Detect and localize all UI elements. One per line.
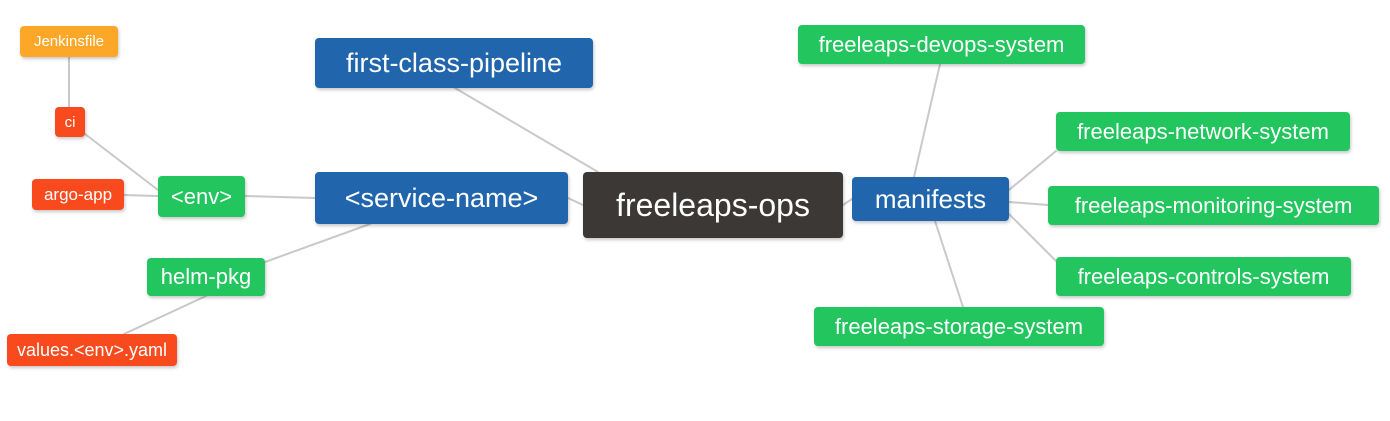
edge-ops-manifests [842,198,853,206]
edge-service-name-env [244,195,316,199]
mindmap-node-freeleaps-controls-system[interactable]: freeleaps-controls-system [1056,257,1351,296]
mindmap-node-values-yaml[interactable]: values.<env>.yaml [7,334,177,366]
edge-manifests-controls [1008,213,1057,262]
mindmap-node-helm-pkg[interactable]: helm-pkg [147,258,265,296]
mindmap-node-label: freeleaps-network-system [1077,118,1329,144]
mindmap-node-label: freeleaps-ops [616,187,810,223]
mindmap-node-freeleaps-storage-system[interactable]: freeleaps-storage-system [814,307,1104,346]
mindmap-node-label: ci [64,113,76,131]
edge-ops-first-class-pipeline [454,87,599,173]
mindmap-node-freeleaps-monitoring-system[interactable]: freeleaps-monitoring-system [1048,186,1379,225]
mindmap-node-label: freeleaps-storage-system [834,313,1084,339]
mindmap-node-freeleaps-ops[interactable]: freeleaps-ops [583,172,843,238]
edge-env-argo-app [123,194,159,197]
mindmap-node-service-name[interactable]: <service-name> [315,172,568,224]
mindmap-node-label: Jenkinsfile [33,33,105,50]
mindmap-node-label: manifests [874,184,987,214]
edge-service-name-helm-pkg [264,223,371,263]
mindmap-node-jenkinsfile[interactable]: Jenkinsfile [20,26,118,57]
mindmap-node-label: freeleaps-controls-system [1077,263,1330,289]
mindmap-node-freeleaps-network-system[interactable]: freeleaps-network-system [1056,112,1350,151]
mindmap-node-label: freeleaps-devops-system [818,31,1065,57]
mindmap-node-first-class-pipeline[interactable]: first-class-pipeline [315,38,593,88]
mindmap-node-label: <service-name> [344,182,539,213]
mindmap-node-label: freeleaps-monitoring-system [1074,192,1353,218]
mindmap-node-env[interactable]: <env> [158,176,245,217]
edge-manifests-monitoring [1008,201,1049,206]
mindmap-node-ci[interactable]: ci [55,107,85,137]
mindmap-node-freeleaps-devops-system[interactable]: freeleaps-devops-system [798,25,1085,64]
edge-manifests-network [1008,150,1057,191]
mindmap-node-label: <env> [170,183,233,209]
mindmap-node-label: helm-pkg [160,264,252,289]
edge-manifests-devops [913,63,941,178]
edge-manifests-storage [934,220,964,308]
edge-helm-pkg-values-yaml [123,295,207,335]
edge-ops-service-name [567,197,584,206]
mindmap-node-argo-app[interactable]: argo-app [32,179,124,210]
mindmap-node-manifests[interactable]: manifests [852,177,1009,221]
mindmap-node-label: values.<env>.yaml [16,340,168,360]
mindmap-node-label: first-class-pipeline [345,47,563,78]
mindmap-node-label: argo-app [43,185,113,204]
edge-env-ci [84,133,159,191]
